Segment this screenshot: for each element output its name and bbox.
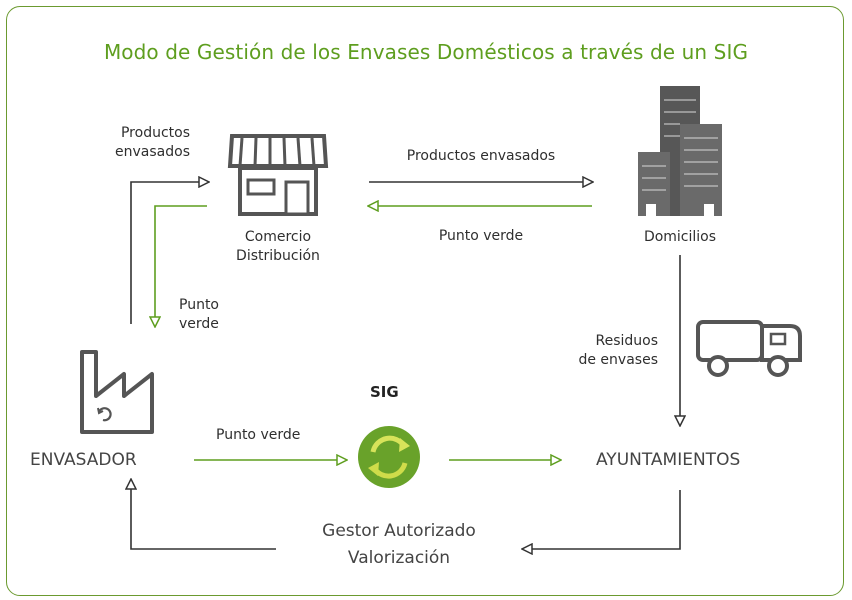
ayuntamientos-label: AYUNTAMIENTOS (596, 450, 741, 470)
flow-ayuntamientos-gestor (523, 490, 681, 549)
diagram-frame (6, 6, 844, 596)
flow-label-punto-verde-left: Punto verde (179, 296, 219, 334)
flow-gestor-envasador (131, 480, 276, 550)
flow-label-line2: de envases (578, 352, 658, 368)
flow-label-line2: verde (179, 316, 219, 332)
flow-label-punto-verde-top: Punto verde (438, 228, 524, 244)
gestor-label-line2: Valorización (347, 548, 451, 568)
gestor-label-line1: Gestor Autorizado (322, 521, 476, 541)
flow-label-productos-envasados-left: Productos envasados (86, 124, 190, 162)
recycle-icon (358, 426, 420, 488)
shop-icon (227, 134, 329, 216)
diagram-title: Modo de Gestión de los Envases Doméstico… (103, 40, 749, 64)
flow-label-punto-verde-bottom: Punto verde (216, 427, 301, 443)
gestor-label: Gestor Autorizado Valorización (276, 518, 522, 572)
flow-envasador-comercio (130, 182, 208, 324)
flow-label-residuos: Residuos de envases (550, 332, 658, 370)
flow-label-line1: Productos (120, 125, 190, 141)
envasador-label: ENVASADOR (30, 450, 137, 470)
comercio-label-line1: Comercio (244, 229, 312, 245)
buildings-icon (638, 86, 722, 216)
flow-label-line2: envasados (115, 144, 190, 160)
flow-label-line1: Residuos (595, 333, 658, 349)
comercio-label: Comercio Distribución (213, 228, 343, 266)
factory-icon (80, 350, 154, 434)
comercio-label-line2: Distribución (236, 248, 320, 264)
domicilios-label: Domicilios (643, 229, 717, 245)
sig-label: SIG (370, 383, 399, 401)
flow-label-productos-envasados-top: Productos envasados (406, 148, 556, 164)
flow-comercio-envasador (155, 205, 207, 326)
truck-icon (696, 320, 802, 377)
flow-label-line1: Punto (179, 297, 219, 313)
